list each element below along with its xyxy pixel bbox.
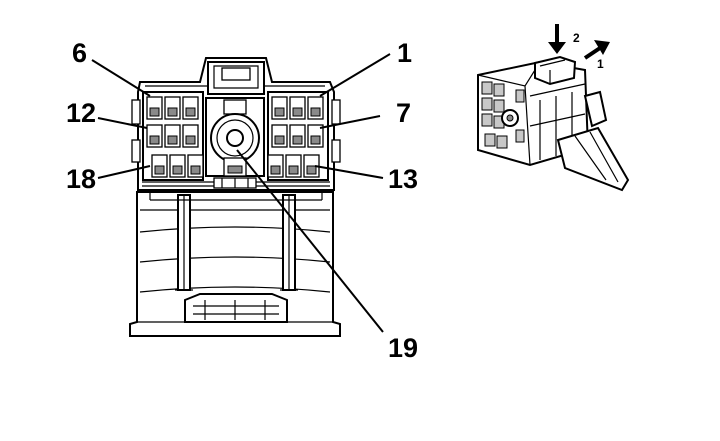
callout-labels: 6 12 18 1 7 13 19 — [66, 38, 418, 363]
cavity-row-top-right — [271, 96, 324, 120]
cavity-row-bottom-right — [267, 154, 320, 178]
cavity-19-center — [205, 97, 265, 189]
arrow-down-icon — [548, 24, 566, 54]
callout-1: 1 — [397, 38, 412, 68]
callout-6: 6 — [72, 38, 87, 68]
arrow-2-label: 2 — [573, 31, 580, 45]
cavity-grid-left — [142, 91, 204, 181]
cavity-row-bottom-left — [151, 154, 204, 178]
arrow-1-label: 1 — [597, 57, 604, 71]
connector-iso-view: 2 1 — [477, 24, 630, 192]
arrow-diagonal-icon — [583, 40, 610, 60]
cavity-grid-right — [267, 91, 329, 181]
iso-face-cavities — [481, 81, 525, 149]
callout-18: 18 — [66, 164, 96, 194]
cavity-row-middle-left — [146, 124, 199, 148]
connector-housing-base — [129, 191, 341, 337]
cavity-row-top-left — [146, 96, 199, 120]
callout-12: 12 — [66, 98, 96, 128]
cavity-row-middle-right — [271, 124, 324, 148]
connector-front-view: 6 12 18 1 7 13 19 — [66, 38, 418, 363]
callout-13: 13 — [388, 164, 418, 194]
callout-7: 7 — [396, 98, 411, 128]
leader-lines — [91, 53, 391, 333]
callout-19: 19 — [388, 333, 418, 363]
